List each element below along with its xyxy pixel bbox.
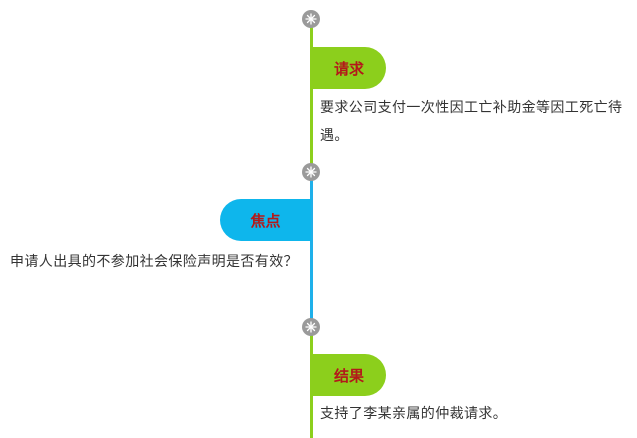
starburst-icon: [302, 10, 320, 28]
starburst-icon: [302, 163, 320, 181]
timeline-text-focus: 申请人出具的不参加社会保险声明是否有效？: [10, 254, 298, 270]
timeline-text-request: 要求公司支付一次性因工亡补助金等因工死亡待遇。: [320, 100, 623, 144]
timeline-line-segment: [310, 172, 313, 327]
timeline-label-text: 结果: [333, 366, 364, 385]
timeline-text-result: 支持了李某亲属的仲裁请求。: [320, 406, 508, 422]
timeline-label-text: 请求: [333, 59, 364, 78]
timeline-label-focus: 焦点: [220, 199, 311, 241]
timeline-label-result: 结果: [312, 354, 386, 396]
timeline-label-text: 焦点: [250, 211, 281, 230]
starburst-icon: [302, 318, 320, 336]
timeline-label-request: 请求: [312, 47, 386, 89]
timeline-line-segment: [310, 20, 313, 172]
timeline-line-segment: [310, 327, 313, 438]
